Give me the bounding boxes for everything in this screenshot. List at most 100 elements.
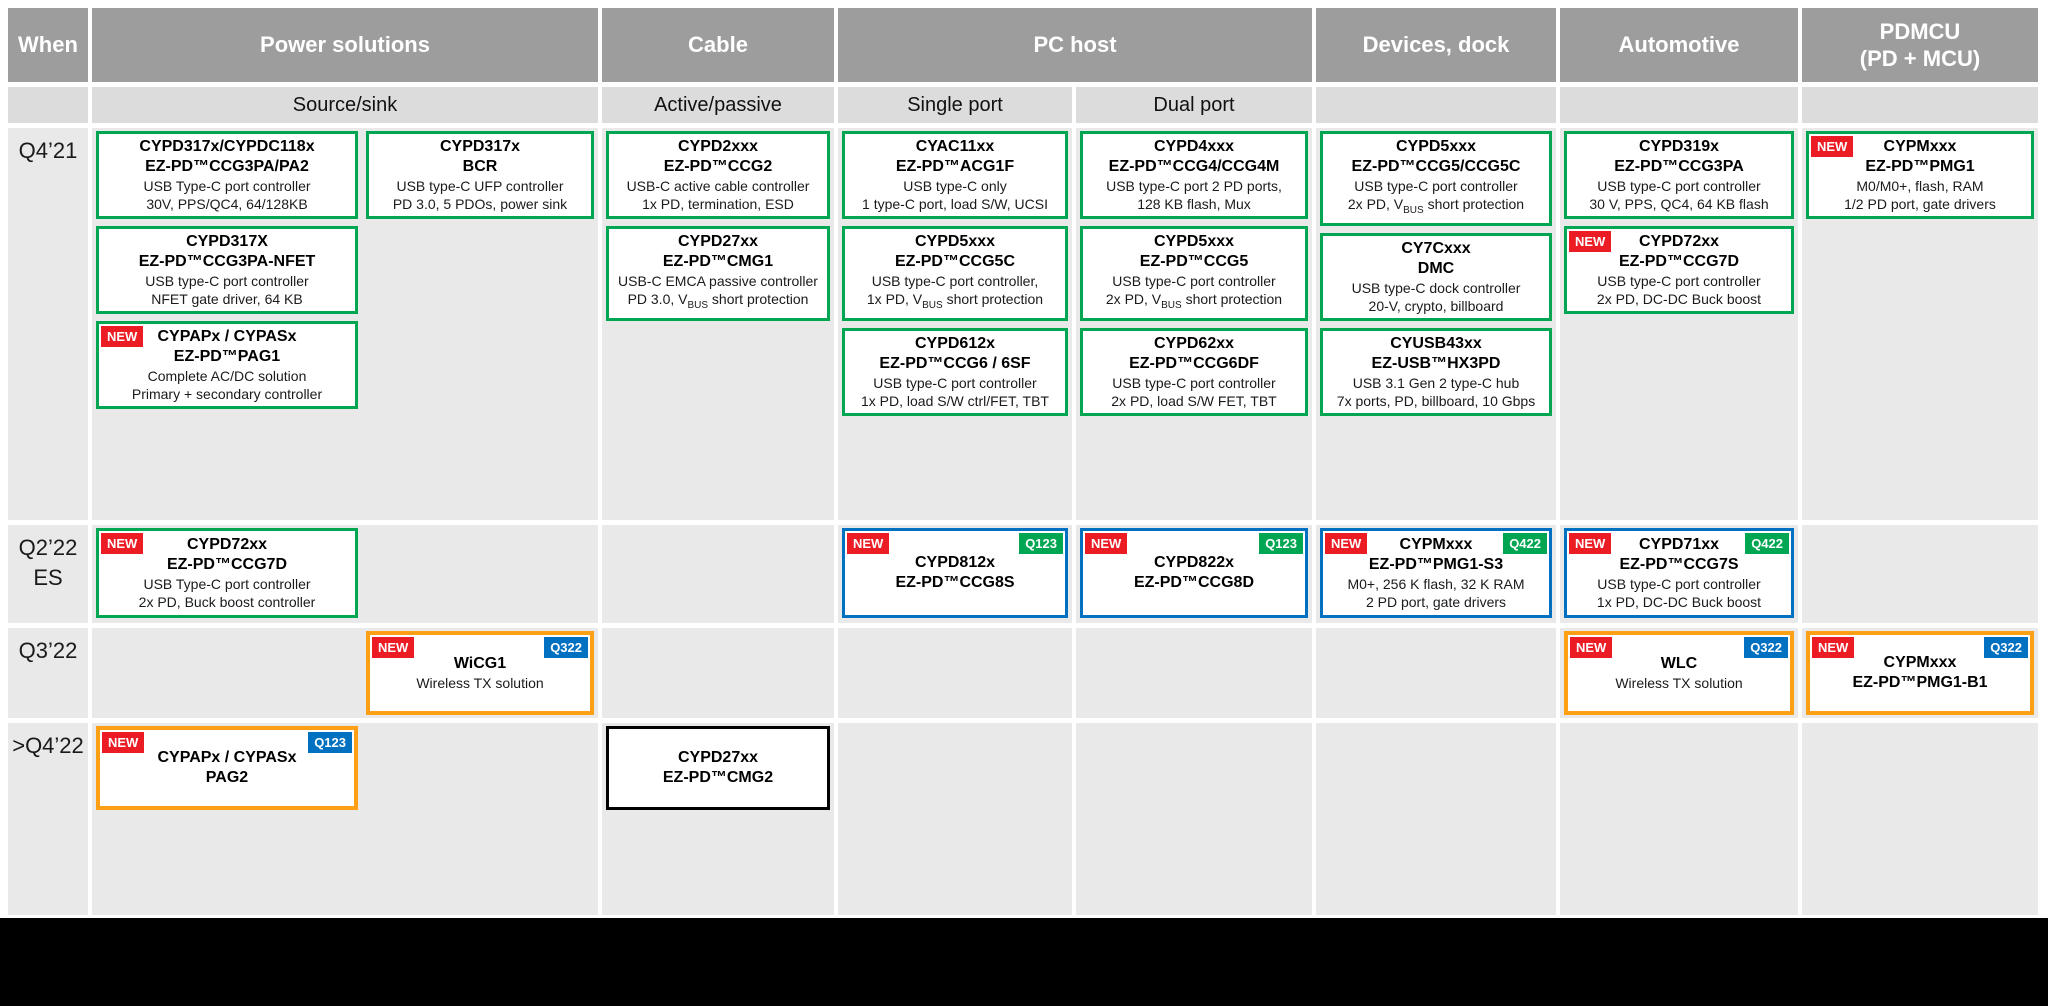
product-title-line: EZ-PD™CCG8S: [895, 574, 1015, 591]
quarter-badge: Q422: [1745, 533, 1789, 554]
roadmap-cell: [1802, 525, 2038, 623]
column-header-cable: Cable: [602, 8, 834, 82]
subheader-source-sink: Source/sink: [92, 87, 598, 123]
roadmap-cell: [838, 723, 1072, 915]
product-title-line: CYUSB43xx: [1390, 334, 1482, 352]
product-desc-line: M0/M0+, flash, RAM: [1856, 178, 1984, 194]
quarter-badge: Q322: [1744, 637, 1788, 658]
roadmap-cell: [1560, 723, 1798, 915]
product-title-line: DMC: [1417, 259, 1455, 277]
roadmap-cell: [1076, 628, 1312, 718]
product-title-line: CYPD72xx: [186, 536, 268, 553]
subheader-spacer-devices: [1316, 87, 1556, 123]
row-label-q222-es: Q2’22 ES: [18, 535, 78, 590]
product-title-line: CYPAPx / CYPASx: [157, 749, 297, 766]
product-desc-line: 2x PD, Buck boost controller: [138, 594, 316, 610]
roadmap-cell: Q2’22 ES: [8, 525, 88, 623]
column-header-automotive: Automotive: [1560, 8, 1798, 82]
product-desc-line: USB type-C port controller: [145, 273, 309, 289]
new-badge: NEW: [101, 533, 144, 554]
product-desc-line: 2x PD, VBUS short protection: [1105, 291, 1283, 311]
column-header-power-solutions: Power solutions: [92, 8, 598, 82]
product-title-line: PAG2: [205, 769, 249, 786]
row-label-q322: Q3’22: [18, 638, 78, 663]
product-title-line: CYPD5xxx: [914, 233, 996, 250]
product-title-line: EZ-PD™CCG5/CCG5C: [1351, 158, 1521, 175]
product-desc-line: USB type-C port controller: [1597, 576, 1761, 592]
product-title-line: CYPMxxx: [1883, 654, 1957, 671]
new-badge: NEW: [101, 326, 144, 347]
product-title-line: EZ-PD™CCG3PA/PA2: [145, 158, 309, 175]
subheader-spacer-automotive: [1560, 87, 1798, 123]
product-title-line: CYPD317x/CYPDC118x: [139, 138, 315, 155]
product-desc-line: USB 3.1 Gen 2 type-C hub: [1352, 374, 1520, 391]
product-title-line: CY7Cxxx: [1401, 239, 1471, 257]
product-desc-line: NFET gate driver, 64 KB: [151, 291, 303, 307]
new-badge: NEW: [102, 732, 145, 753]
product-title-line: EZ-PD™CCG7S: [1619, 556, 1739, 573]
product-desc-line: USB type-C port 2 PD ports,: [1106, 178, 1282, 194]
product-title-line: CYPD4xxx: [1153, 138, 1235, 155]
product-desc-line: USB type-C only: [903, 178, 1007, 194]
product-title-line: EZ-PD™CCG3PA-NFET: [138, 253, 316, 270]
product-title-line: CYAC11xx: [915, 138, 995, 155]
row-label-q421: Q4’21: [18, 138, 78, 163]
product-title-line: EZ-PD™CCG5C: [894, 253, 1015, 270]
new-badge: NEW: [847, 533, 890, 554]
product-desc-line: 1x PD, load S/W ctrl/FET, TBT: [860, 392, 1049, 409]
new-badge: NEW: [372, 637, 415, 658]
product-title-line: BCR: [462, 158, 498, 175]
product-desc-line: USB type-C port controller: [1597, 273, 1761, 289]
product-desc-line: 30V, PPS/QC4, 64/128KB: [146, 196, 308, 212]
product-desc-line: USB type-C port controller: [1354, 178, 1518, 194]
roadmap-cell: [1316, 628, 1556, 718]
product-desc-line: 128 KB flash, Mux: [1137, 196, 1251, 212]
quarter-badge: Q322: [1984, 637, 2028, 658]
roadmap-cell: Q4’21: [8, 128, 88, 520]
product-title-line: EZ-PD™CCG4/CCG4M: [1108, 158, 1280, 175]
product-title-line: CYPD71xx: [1638, 536, 1720, 553]
roadmap-cell: [602, 628, 834, 718]
new-badge: NEW: [1569, 533, 1612, 554]
product-title-line: CYPD2xxx: [677, 138, 759, 155]
cell-stack: [366, 528, 594, 618]
product-title-line: EZ-PD™CCG8D: [1133, 574, 1254, 591]
product-desc-line: 1x PD, termination, ESD: [642, 196, 794, 212]
product-title-line: EZ-PD™CCG3PA: [1614, 158, 1744, 175]
roadmap-cell: [838, 628, 1072, 718]
new-badge: NEW: [1085, 533, 1128, 554]
roadmap-cell: [1076, 723, 1312, 915]
product-desc-line: 1 type-C port, load S/W, UCSI: [862, 196, 1048, 212]
product-title-line: EZ-PD™CMG2: [662, 769, 774, 786]
cell-stack: [366, 726, 594, 810]
product-desc-line: Wireless TX solution: [416, 675, 544, 691]
product-title-line: CYPD317x: [439, 138, 521, 155]
product-desc-line: 1x PD, VBUS short protection: [866, 291, 1044, 311]
new-badge: NEW: [1811, 136, 1854, 157]
product-title-line: WLC: [1660, 655, 1698, 672]
product-title-line: CYPD72xx: [1638, 233, 1720, 250]
product-desc-line: 2x PD, DC-DC Buck boost: [1596, 291, 1762, 307]
product-title-line: EZ-PD™CCG7D: [1618, 253, 1739, 270]
product-desc-line: 30 V, PPS, QC4, 64 KB flash: [1589, 196, 1769, 212]
